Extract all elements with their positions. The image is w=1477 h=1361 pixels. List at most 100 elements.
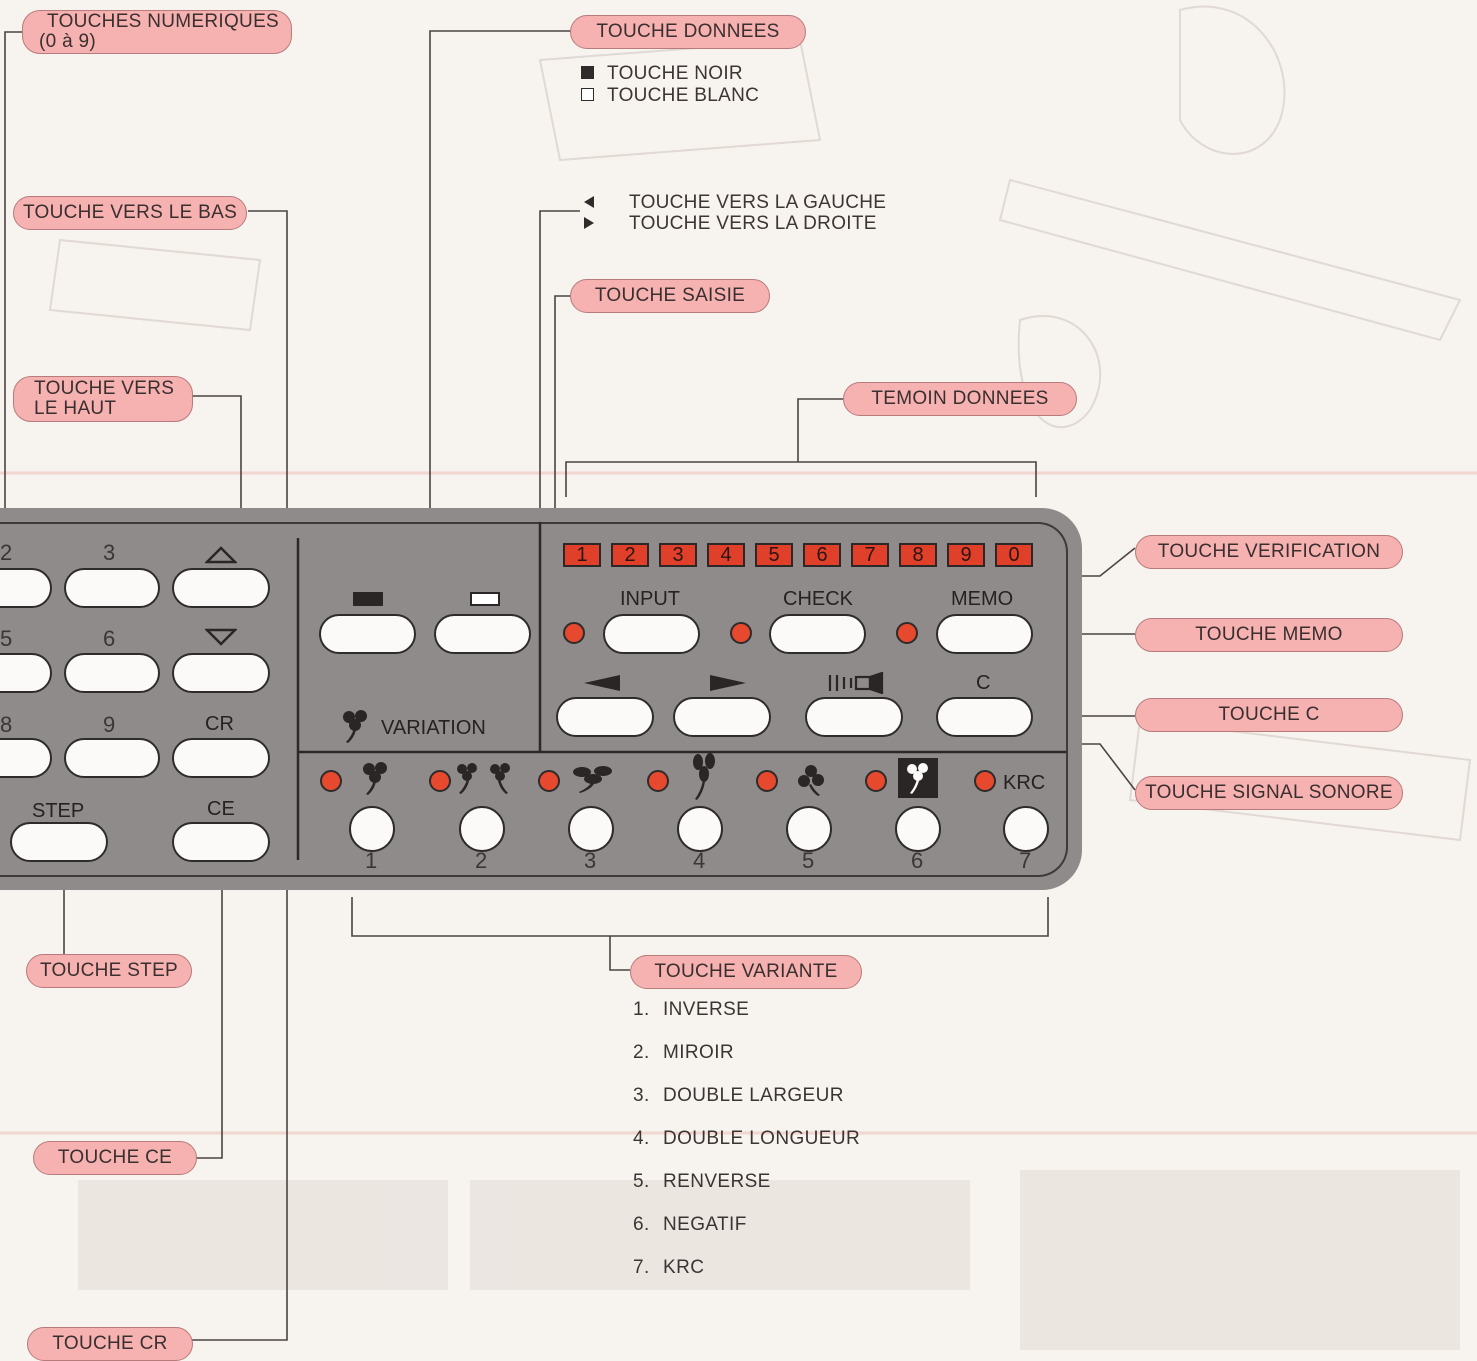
callout-touche-step: TOUCHE STEP	[26, 954, 192, 988]
variant-led-6	[865, 770, 887, 792]
key-5[interactable]	[0, 653, 52, 693]
flower-icon	[798, 765, 824, 796]
variation-label: VARIATION	[381, 717, 486, 739]
step-label: STEP	[32, 800, 85, 822]
variant-key-2[interactable]	[459, 806, 505, 852]
triangle-up-icon	[205, 546, 237, 564]
display-digit: 9	[947, 543, 985, 567]
key-3[interactable]	[64, 568, 160, 608]
callout-temoin-donnees: TEMOIN DONNEES	[843, 382, 1077, 416]
variant-number-2: 2	[475, 848, 488, 873]
black-key[interactable]	[319, 614, 416, 654]
panel-dividers	[296, 522, 1066, 860]
callout-touches-numeriques-line2: (0 à 9)	[39, 31, 97, 52]
callout-touche-vers-le-bas: TOUCHE VERS LE BAS	[13, 196, 247, 230]
check-key[interactable]	[769, 614, 866, 654]
right-key[interactable]	[673, 697, 771, 737]
left-key[interactable]	[556, 697, 654, 737]
display-digit: 7	[851, 543, 889, 567]
memo-label: MEMO	[951, 588, 1014, 610]
white-square-icon	[470, 592, 500, 606]
list-item: 4.DOUBLE LONGUEUR	[633, 1128, 860, 1150]
key-label-9: 9	[103, 712, 116, 737]
key-label-8: 8	[0, 712, 13, 737]
c-key[interactable]	[936, 697, 1033, 737]
cr-key[interactable]	[172, 738, 270, 778]
memo-key[interactable]	[936, 614, 1033, 654]
list-item-number: 2.	[633, 1042, 650, 1063]
key-8[interactable]	[0, 738, 52, 778]
cr-label: CR	[205, 713, 234, 735]
ce-key[interactable]	[172, 822, 270, 862]
list-item-number: 3.	[633, 1085, 650, 1106]
control-panel-border	[0, 522, 1068, 877]
list-item-label: NEGATIF	[663, 1214, 747, 1235]
callout-touche-vers-le-haut-line1: TOUCHE VERS	[34, 378, 175, 399]
callout-touche-variante: TOUCHE VARIANTE	[630, 955, 862, 989]
list-item-label: KRC	[663, 1257, 705, 1278]
key-label-3: 3	[103, 540, 116, 565]
c-label: C	[976, 672, 991, 694]
list-item-label: MIROIR	[663, 1042, 735, 1063]
ce-label: CE	[207, 798, 235, 820]
input-label: INPUT	[620, 588, 680, 610]
check-led	[730, 622, 752, 644]
buzzer-key[interactable]	[805, 697, 903, 737]
variant-led-2	[429, 770, 451, 792]
flower-icon	[693, 753, 715, 800]
list-item: 1.INVERSE	[633, 999, 749, 1021]
variant-led-3	[538, 770, 560, 792]
display-digit: 5	[755, 543, 793, 567]
variant-led-5	[756, 770, 778, 792]
list-item-number: 5.	[633, 1171, 650, 1192]
variant-led-7	[974, 770, 996, 792]
legend-touche-gauche: TOUCHE VERS LA GAUCHE	[629, 192, 887, 213]
legend-touche-blanc: TOUCHE BLANC	[607, 85, 760, 106]
variant-number-1: 1	[365, 848, 378, 873]
key-9[interactable]	[64, 738, 160, 778]
variant-number-6: 6	[911, 848, 924, 873]
display-digit: 2	[611, 543, 649, 567]
arrow-left-icon	[584, 196, 594, 208]
variant-key-1[interactable]	[349, 806, 395, 852]
callout-touche-c: TOUCHE C	[1135, 698, 1403, 732]
callout-touches-numeriques-line1: TOUCHES NUMERIQUES	[47, 11, 280, 32]
step-key[interactable]	[10, 822, 108, 862]
white-square-icon	[581, 88, 594, 101]
list-item: 5.RENVERSE	[633, 1171, 771, 1193]
up-key[interactable]	[172, 568, 270, 608]
black-square-icon	[581, 66, 594, 79]
display-digit: 1	[563, 543, 601, 567]
variant-key-5[interactable]	[786, 806, 832, 852]
variant-key-7[interactable]	[1003, 806, 1049, 852]
display-digit: 6	[803, 543, 841, 567]
callout-touche-signal-sonore: TOUCHE SIGNAL SONORE	[1135, 776, 1403, 810]
triangle-down-icon	[205, 628, 237, 646]
list-item-number: 6.	[633, 1214, 650, 1235]
key-2[interactable]	[0, 568, 52, 608]
list-item-number: 7.	[633, 1257, 650, 1278]
input-key[interactable]	[603, 614, 700, 654]
negative-flower-icon	[898, 758, 938, 798]
key-label-5: 5	[0, 626, 13, 651]
arrow-left-icon	[584, 675, 620, 691]
legend-touche-noir: TOUCHE NOIR	[607, 63, 743, 84]
key-label-6: 6	[103, 626, 116, 651]
list-item-number: 4.	[633, 1128, 650, 1149]
callout-touches-numeriques: TOUCHES NUMERIQUES (0 à 9)	[22, 10, 292, 54]
key-6[interactable]	[64, 653, 160, 693]
variant-key-4[interactable]	[677, 806, 723, 852]
variant-led-1	[320, 770, 342, 792]
white-key[interactable]	[434, 614, 531, 654]
variant-key-6[interactable]	[895, 806, 941, 852]
list-item: 7. KRC	[633, 1257, 704, 1279]
down-key[interactable]	[172, 653, 270, 693]
variant-key-3[interactable]	[568, 806, 614, 852]
display-digit: 4	[707, 543, 745, 567]
flower-icon	[573, 766, 612, 793]
key-label-2: 2	[0, 540, 13, 565]
callout-touche-vers-le-haut-line2: LE HAUT	[34, 398, 117, 419]
callout-touche-memo: TOUCHE MEMO	[1135, 618, 1403, 652]
display-digit: 3	[659, 543, 697, 567]
